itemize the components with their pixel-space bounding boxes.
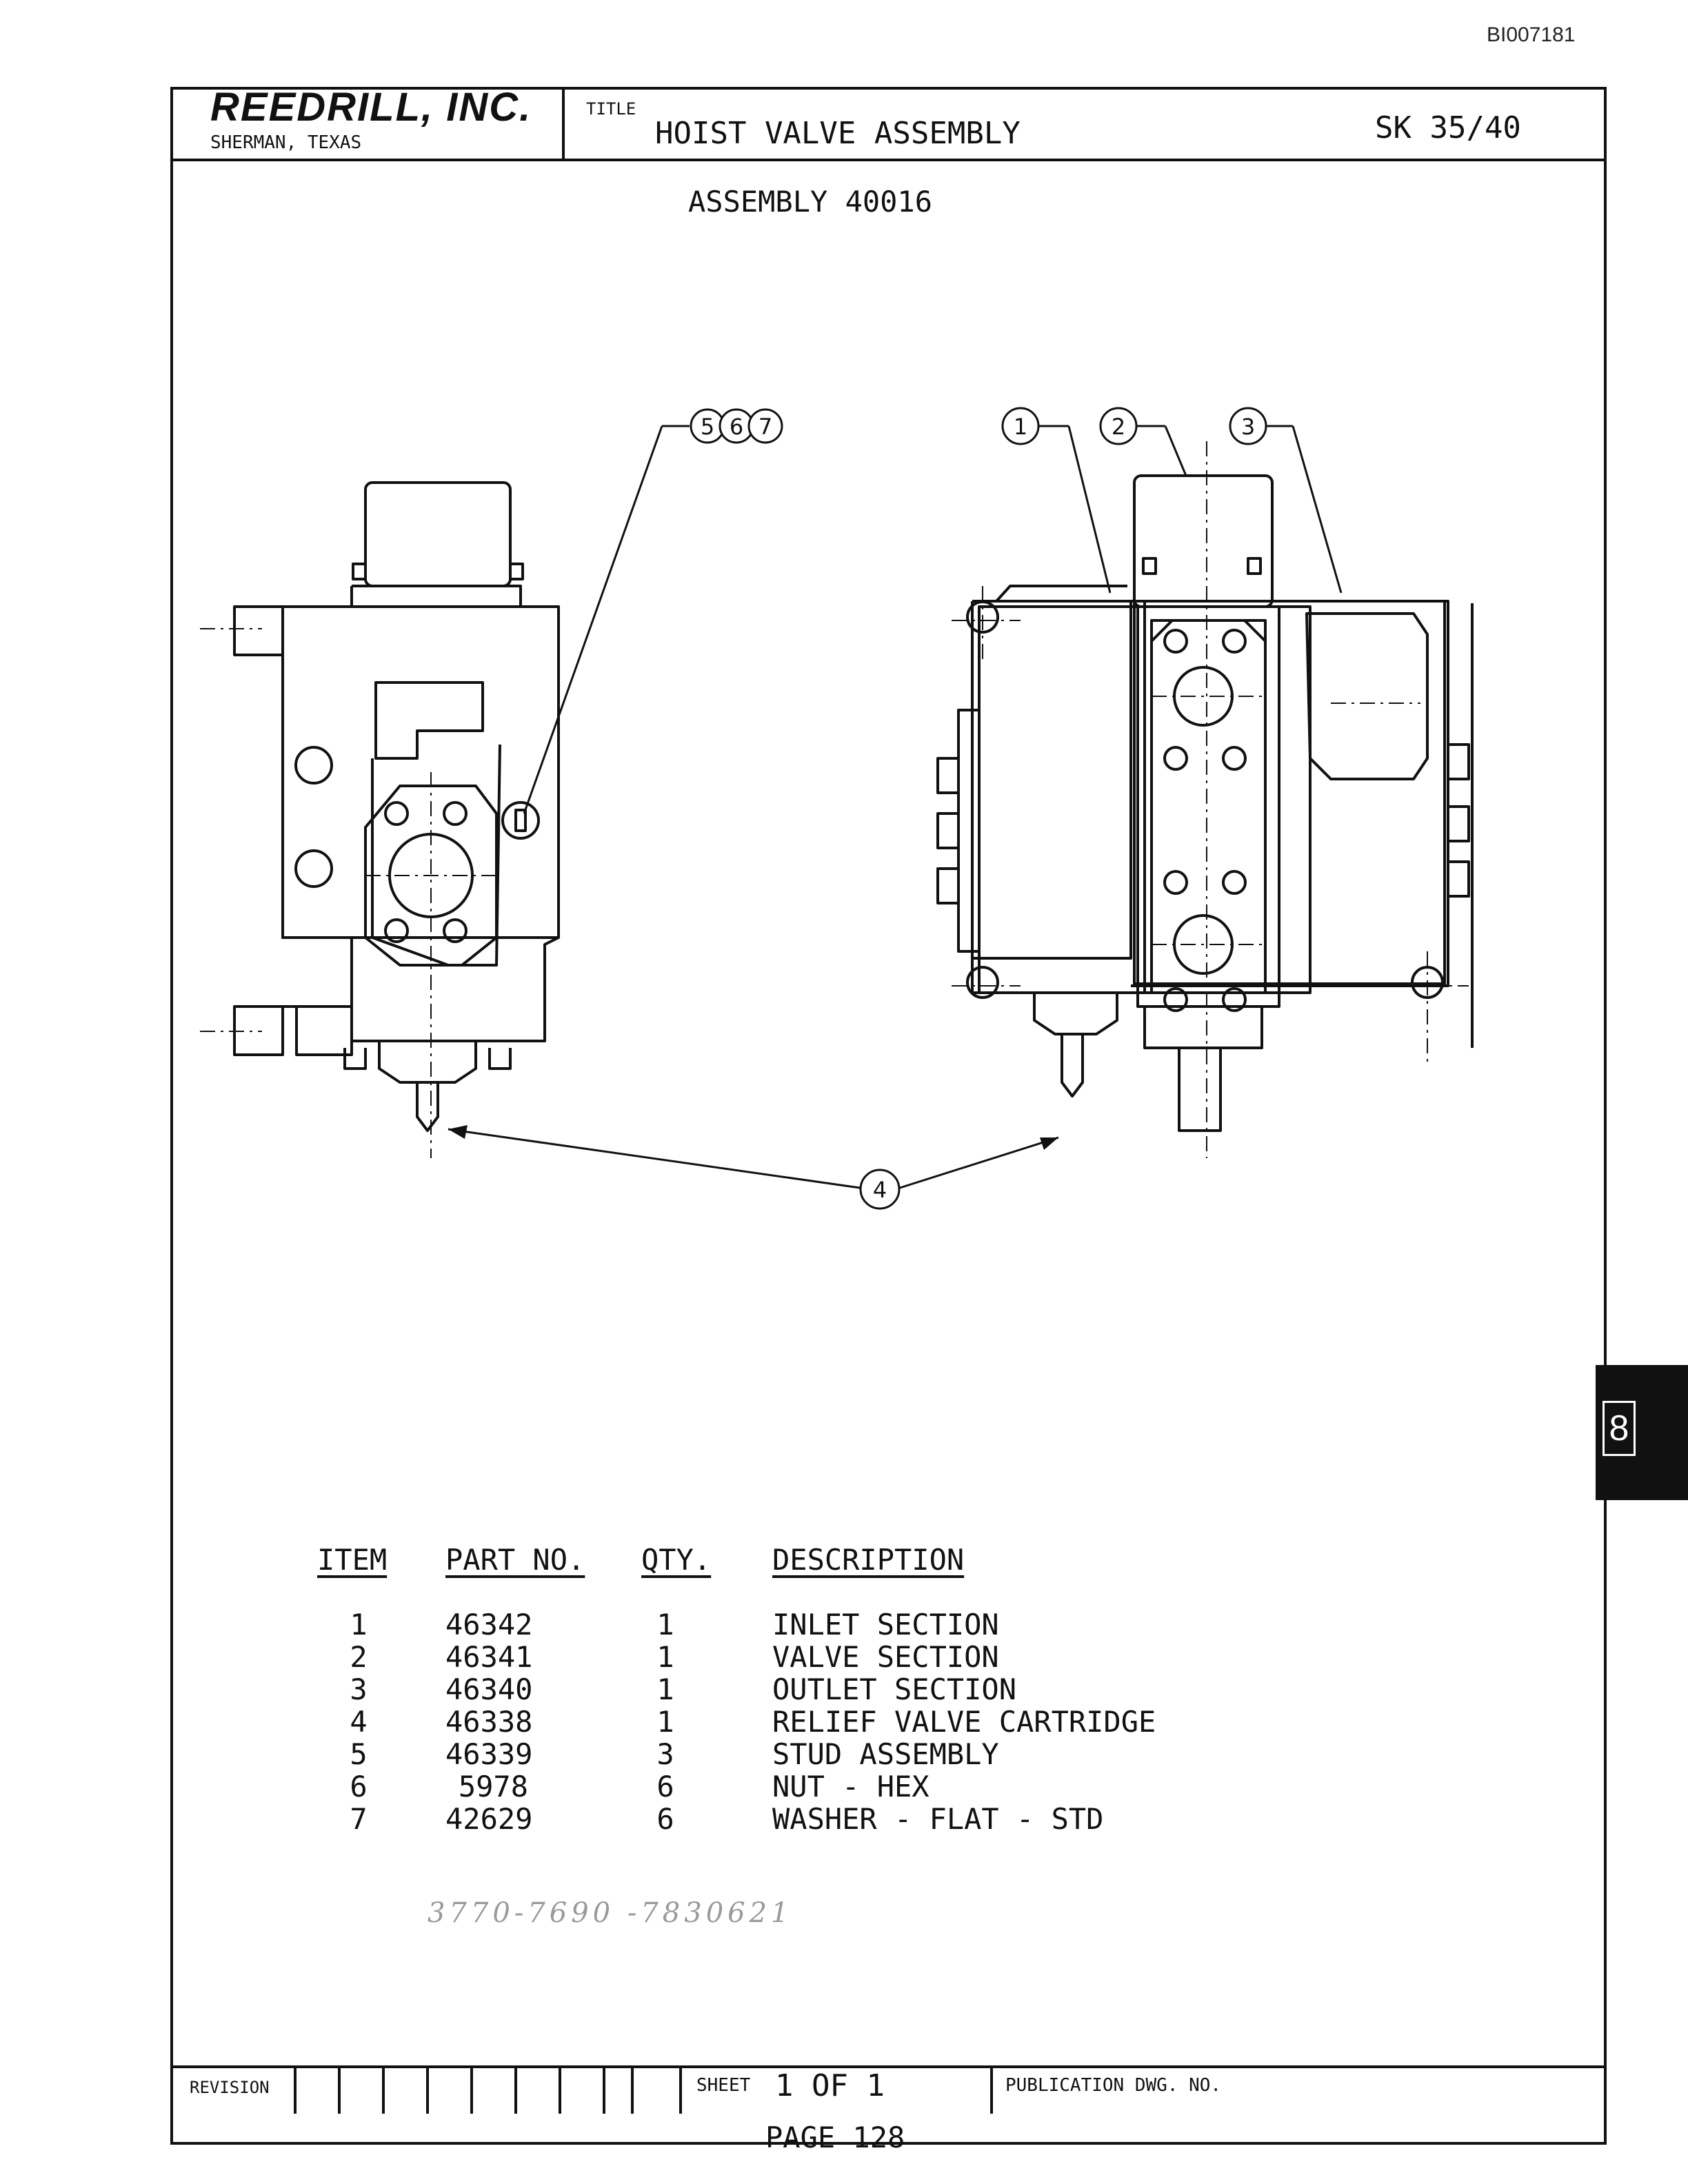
page-number: PAGE 128 xyxy=(765,2121,905,2154)
drawing-frame xyxy=(170,87,1607,2145)
callout-5-label: 5 xyxy=(701,414,714,440)
cell-item: 7 xyxy=(350,1802,368,1836)
header-description: DESCRIPTION xyxy=(772,1543,965,1577)
cell-item: 6 xyxy=(350,1770,368,1803)
callout-2 xyxy=(1099,407,1138,445)
title-label: TITLE xyxy=(586,99,636,119)
cell-part-no: 46341 xyxy=(445,1640,533,1674)
callout-1 xyxy=(1001,407,1040,445)
cell-qty: 1 xyxy=(656,1640,674,1674)
cell-part-no: 46339 xyxy=(445,1737,533,1771)
document-id: BI007181 xyxy=(1487,23,1576,46)
callout-4-label: 4 xyxy=(873,1177,887,1203)
revision-cell-divider xyxy=(294,2068,297,2114)
section-tab-number: 8 xyxy=(1602,1401,1636,1456)
table-row: 6 5978 6 NUT - HEX xyxy=(0,1770,1688,1803)
publication-cell-divider xyxy=(990,2068,993,2114)
callout-1-label: 1 xyxy=(1014,414,1027,440)
cell-qty: 6 xyxy=(656,1802,674,1836)
table-row: 1 46342 1 INLET SECTION xyxy=(0,1608,1688,1641)
callout-4 xyxy=(859,1169,901,1210)
table-row: 3 46340 1 OUTLET SECTION xyxy=(0,1672,1688,1706)
revision-cell-divider xyxy=(603,2068,605,2114)
callout-3-label: 3 xyxy=(1241,414,1255,440)
cell-description: RELIEF VALVE CARTRIDGE xyxy=(772,1705,1156,1739)
cell-description: STUD ASSEMBLY xyxy=(772,1737,999,1771)
assembly-number: ASSEMBLY 40016 xyxy=(688,185,933,219)
cell-item: 3 xyxy=(350,1672,368,1706)
sheet-value: 1 OF 1 xyxy=(775,2068,885,2103)
callout-7-label: 7 xyxy=(758,414,772,440)
header-qty: QTY. xyxy=(641,1543,712,1577)
cell-description: INLET SECTION xyxy=(772,1608,999,1641)
cell-part-no: 42629 xyxy=(445,1802,533,1836)
valve-assembly-drawing: 5 6 7 1 2 3 4 xyxy=(200,407,1474,1210)
header-part-no: PART NO. xyxy=(445,1543,585,1577)
publication-dwg-label: PUBLICATION DWG. NO. xyxy=(1005,2075,1222,2096)
cell-part-no: 46340 xyxy=(445,1672,533,1706)
cell-part-no: 46342 xyxy=(445,1608,533,1641)
company-location: SHERMAN, TEXAS xyxy=(210,132,362,153)
footer-divider xyxy=(170,2065,1607,2068)
cell-item: 2 xyxy=(350,1640,368,1674)
cell-item: 1 xyxy=(350,1608,368,1641)
drawing-title: HOIST VALVE ASSEMBLY xyxy=(655,116,1021,151)
revision-cell-divider xyxy=(470,2068,473,2114)
callout-3 xyxy=(1229,407,1267,445)
cell-qty: 1 xyxy=(656,1705,674,1739)
title-block-divider xyxy=(170,159,1607,161)
revision-cell-divider xyxy=(559,2068,561,2114)
cell-item: 5 xyxy=(350,1737,368,1771)
cell-description: VALVE SECTION xyxy=(772,1640,999,1674)
cell-qty: 1 xyxy=(656,1672,674,1706)
front-view-right xyxy=(936,474,1474,1132)
cell-part-no: 46338 xyxy=(445,1705,533,1739)
cell-description: OUTLET SECTION xyxy=(772,1672,1017,1706)
revision-label: REVISION xyxy=(190,2078,270,2097)
revision-cell-divider xyxy=(426,2068,429,2114)
revision-cell-divider xyxy=(631,2068,634,2114)
side-view-left xyxy=(233,481,560,1132)
revision-cell-divider xyxy=(382,2068,385,2114)
cell-description: NUT - HEX xyxy=(772,1770,930,1803)
table-row: 4 46338 1 RELIEF VALVE CARTRIDGE xyxy=(0,1705,1688,1739)
cell-qty: 6 xyxy=(656,1770,674,1803)
sheet-cell-divider xyxy=(679,2068,682,2114)
revision-cell-divider xyxy=(338,2068,341,2114)
header-item: ITEM xyxy=(317,1543,388,1577)
callout-2-label: 2 xyxy=(1112,414,1125,440)
sheet-label: SHEET xyxy=(696,2075,751,2096)
table-row: 5 46339 3 STUD ASSEMBLY xyxy=(0,1737,1688,1771)
callout-7 xyxy=(747,408,783,444)
table-row: 2 46341 1 VALVE SECTION xyxy=(0,1640,1688,1674)
model-number: SK 35/40 xyxy=(1375,110,1521,145)
cell-qty: 3 xyxy=(656,1737,674,1771)
cell-part-no: 5978 xyxy=(458,1770,528,1803)
callout-6-label: 6 xyxy=(730,414,743,440)
faint-handwritten-note: 3770-7690 -7830621 xyxy=(428,1897,793,1929)
revision-cell-divider xyxy=(514,2068,517,2114)
company-name: REEDRILL, INC. xyxy=(210,85,532,130)
title-block-separator xyxy=(562,87,565,160)
cell-description: WASHER - FLAT - STD xyxy=(772,1802,1104,1836)
cell-qty: 1 xyxy=(656,1608,674,1641)
cell-item: 4 xyxy=(350,1705,368,1739)
table-row: 7 42629 6 WASHER - FLAT - STD xyxy=(0,1802,1688,1836)
